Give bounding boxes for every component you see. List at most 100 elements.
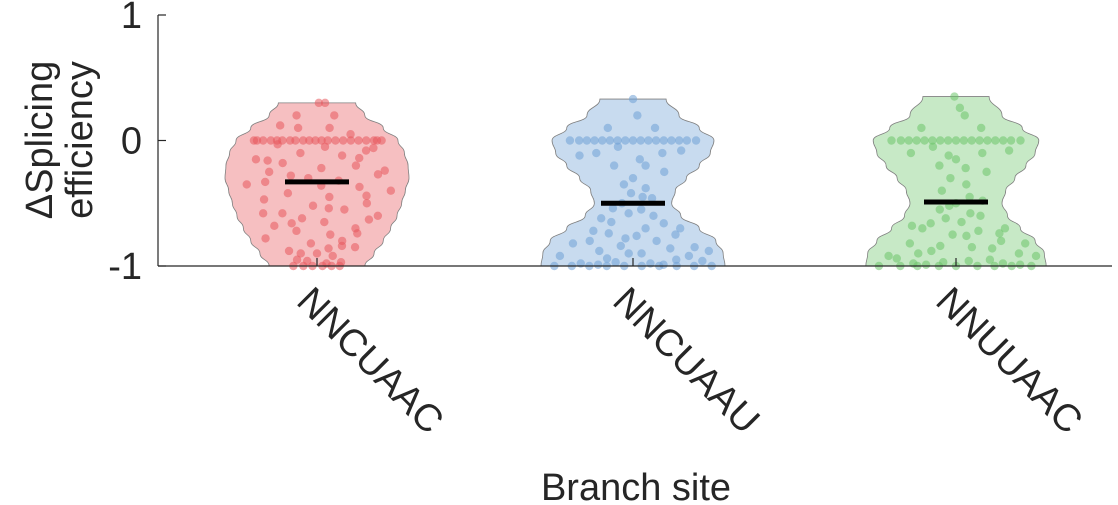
- data-point: [611, 258, 620, 267]
- data-point: [324, 204, 333, 213]
- data-point: [1000, 224, 1010, 233]
- data-point: [292, 226, 301, 236]
- data-point: [351, 161, 361, 170]
- data-point: [260, 177, 270, 187]
- data-point: [628, 173, 638, 183]
- data-point: [324, 244, 333, 253]
- data-point: [555, 251, 565, 261]
- data-point: [624, 249, 633, 258]
- data-point: [284, 246, 294, 256]
- y-axis-title-line2: efficiency: [59, 61, 101, 219]
- violin-body: [865, 96, 1047, 267]
- data-point: [298, 136, 308, 145]
- data-point: [598, 136, 607, 145]
- data-point: [317, 163, 326, 173]
- data-point: [264, 167, 274, 177]
- data-point: [242, 180, 251, 189]
- data-point: [607, 217, 616, 227]
- data-point: [355, 182, 364, 192]
- data-point: [658, 148, 667, 158]
- data-point: [884, 251, 893, 261]
- violin-layer: [224, 92, 1047, 271]
- data-point: [676, 146, 686, 155]
- data-point: [296, 249, 305, 258]
- data-point: [621, 136, 630, 145]
- data-point: [604, 229, 613, 238]
- data-point: [605, 136, 615, 145]
- data-point: [641, 161, 650, 170]
- data-point: [291, 136, 300, 145]
- data-point: [305, 136, 314, 145]
- data-point: [616, 241, 625, 251]
- data-point: [960, 111, 969, 120]
- data-point: [565, 136, 575, 145]
- data-point: [912, 136, 921, 145]
- data-point: [1014, 249, 1024, 258]
- data-point: [987, 244, 997, 253]
- data-point: [317, 136, 326, 145]
- data-point: [346, 130, 355, 139]
- data-point: [613, 136, 622, 145]
- data-point: [1004, 146, 1014, 155]
- data-point: [976, 211, 985, 220]
- data-point: [258, 136, 268, 145]
- data-point: [259, 195, 269, 204]
- y-tick-label: -1: [108, 246, 142, 288]
- data-point: [350, 242, 360, 252]
- data-point: [372, 136, 382, 145]
- data-point: [650, 123, 660, 133]
- data-point: [585, 236, 594, 246]
- data-point: [927, 246, 936, 256]
- data-point: [603, 123, 613, 133]
- data-point: [380, 166, 389, 175]
- data-point: [278, 158, 287, 168]
- data-point: [649, 211, 658, 220]
- data-point: [283, 189, 293, 198]
- data-point: [593, 260, 603, 269]
- data-point: [331, 136, 340, 145]
- data-point: [906, 148, 916, 158]
- data-point: [896, 136, 906, 145]
- data-point: [920, 136, 929, 145]
- violin-body: [540, 98, 726, 267]
- data-point: [690, 242, 699, 252]
- data-point: [672, 255, 681, 264]
- data-point: [303, 256, 312, 266]
- data-point: [641, 224, 650, 233]
- data-point: [306, 239, 316, 248]
- data-point: [918, 224, 927, 233]
- data-point: [961, 163, 970, 173]
- data-point: [975, 136, 984, 145]
- data-point: [964, 256, 973, 266]
- data-point: [978, 148, 987, 158]
- data-point: [361, 146, 371, 155]
- data-point: [266, 136, 276, 145]
- data-point: [355, 153, 364, 163]
- data-point: [967, 136, 976, 145]
- data-point: [325, 123, 334, 133]
- data-point: [292, 111, 301, 120]
- data-point: [948, 230, 957, 239]
- data-point: [596, 214, 606, 223]
- data-point: [1021, 239, 1030, 248]
- data-point: [362, 136, 371, 145]
- data-point: [621, 234, 630, 243]
- data-point: [991, 136, 1000, 145]
- data-point: [293, 123, 303, 133]
- data-point: [1006, 136, 1016, 145]
- data-point: [263, 156, 272, 165]
- data-point: [935, 205, 944, 214]
- data-point: [1015, 260, 1025, 269]
- data-point: [659, 219, 668, 228]
- data-point: [652, 236, 661, 246]
- data-point: [666, 244, 675, 253]
- violin-points: [242, 98, 396, 271]
- data-point: [590, 136, 599, 145]
- data-point: [682, 136, 692, 145]
- data-point: [921, 260, 931, 269]
- data-point: [892, 254, 901, 263]
- data-point: [261, 234, 270, 243]
- data-point: [659, 136, 668, 145]
- data-point: [926, 219, 935, 228]
- data-point: [568, 239, 578, 248]
